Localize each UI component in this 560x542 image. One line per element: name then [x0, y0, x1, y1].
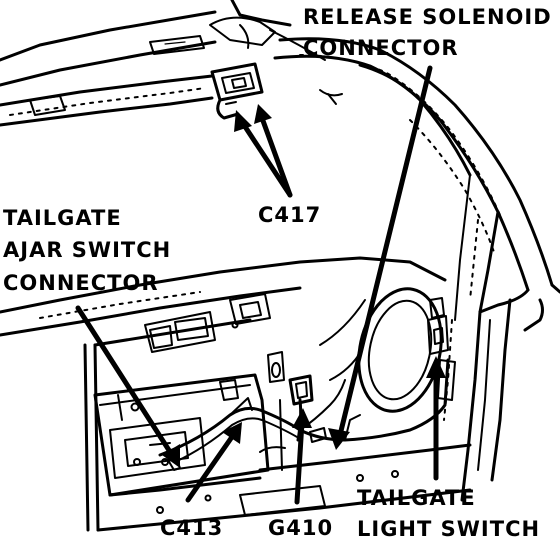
tailgate-ajar-label-line3: CONNECTOR [3, 271, 159, 295]
c413-arrow [185, 422, 242, 503]
upper-frame-drawing [0, 0, 326, 127]
release-solenoid-connector-drawing [210, 62, 264, 120]
tailgate-ajar-label-line2: AJAR SWITCH [3, 238, 171, 262]
roof-outer-drawing [273, 37, 554, 292]
lower-panel-drawing [0, 256, 472, 532]
tailgate-light-label-line2: LIGHT SWITCH [357, 517, 540, 541]
tailgate-ajar-label-line1: TAILGATE [3, 206, 122, 230]
c413-label: C413 [160, 516, 223, 540]
g410-arrow [292, 408, 312, 505]
tailgate-light-arrow [426, 356, 446, 481]
c417-arrows [234, 104, 293, 198]
access-opening-drawing [319, 287, 443, 413]
c417-label: C417 [258, 203, 321, 227]
release-solenoid-label-line2: CONNECTOR [303, 36, 459, 60]
release-solenoid-label-line1: RELEASE SOLENOID [303, 5, 552, 29]
tailgate-light-label-line1: TAILGATE [357, 486, 476, 510]
right-pillar-drawing [427, 174, 560, 502]
release-solenoid-arrow [328, 65, 433, 450]
g410-label: G410 [268, 516, 333, 540]
tailgate-ajar-arrow [75, 305, 180, 468]
